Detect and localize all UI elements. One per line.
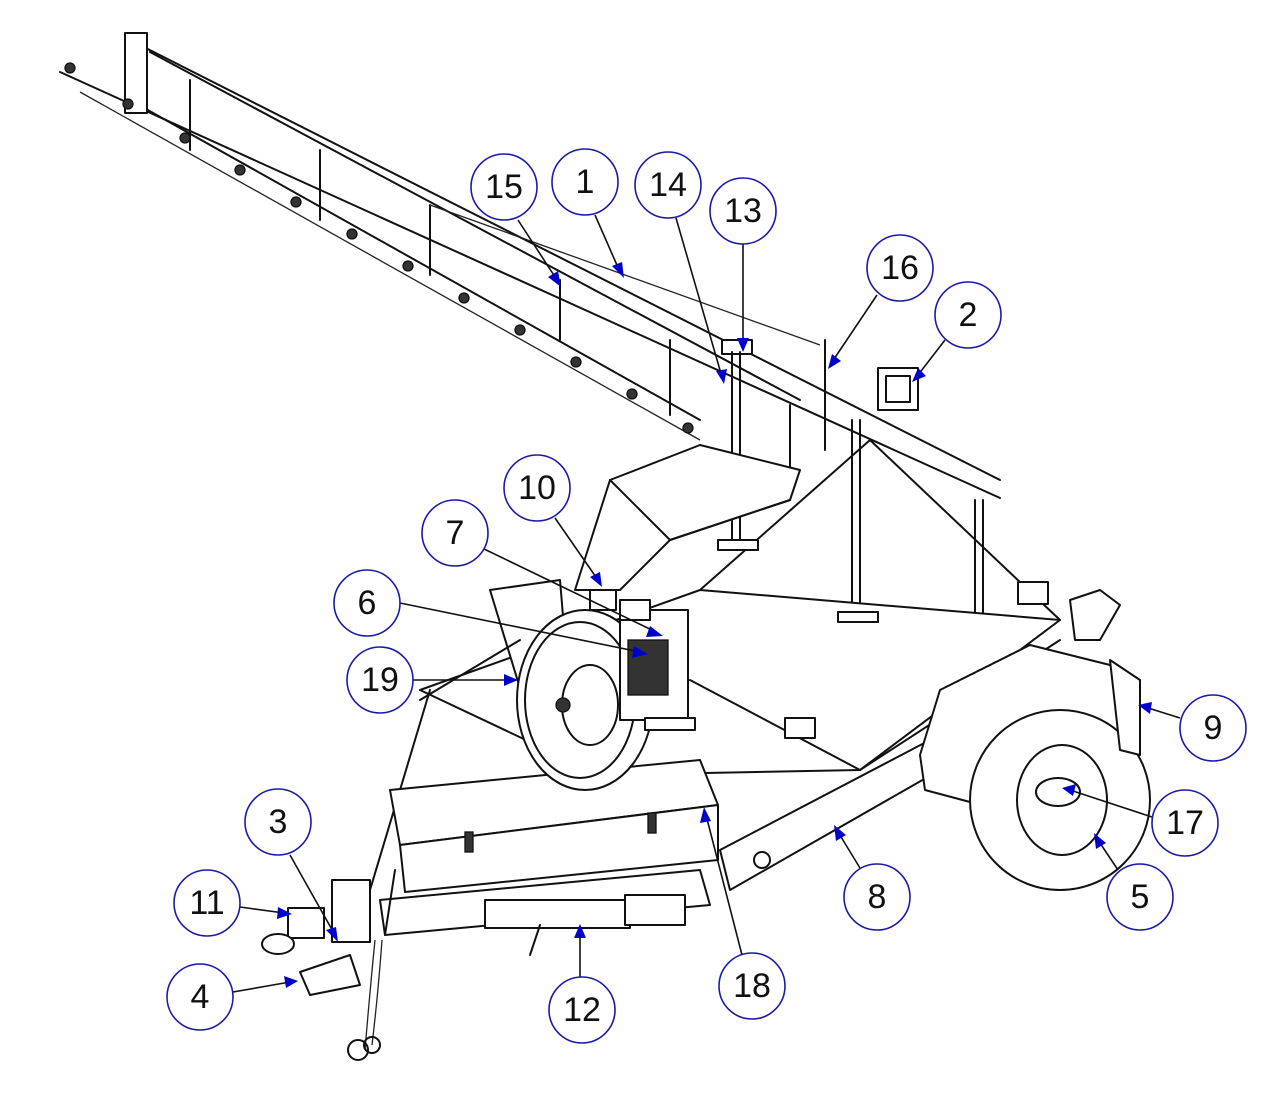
callout-13: 13 [709,177,777,352]
callout-3-label: 3 [269,803,288,841]
trailer-drawing [59,32,1151,1061]
callout-6-label: 6 [358,584,377,622]
callout-5: 5 [1094,833,1174,931]
callout-5-label: 5 [1131,878,1150,916]
callout-7-label: 7 [446,514,465,552]
callout-11-label: 11 [189,884,224,922]
callout-7: 7 [421,499,663,637]
hose-reel [419,579,654,791]
callout-9: 9 [1138,694,1247,762]
callout-4-label: 4 [191,978,210,1016]
trailer-frame [369,689,941,956]
callout-14-label: 14 [649,166,687,204]
spray-boom [59,32,1001,681]
callout-17: 17 [1062,784,1219,857]
callout-2-label: 2 [959,296,978,334]
callouts: 1 2 3 4 5 [166,148,1247,1044]
callout-10-label: 10 [518,469,556,507]
callout-15: 15 [470,153,561,287]
callout-8: 8 [834,825,911,931]
callout-2: 2 [912,281,1002,382]
callout-1-label: 1 [576,163,595,201]
callout-18: 18 [700,807,786,1020]
callout-11: 11 [173,869,292,937]
callout-9-label: 9 [1204,709,1223,747]
callout-16-label: 16 [881,249,919,287]
callout-18-label: 18 [733,967,771,1005]
callout-14: 14 [634,151,727,384]
hitch [261,879,383,1061]
callout-3: 3 [244,788,338,942]
callout-4: 4 [166,963,298,1031]
callout-16: 16 [828,234,934,369]
callout-12: 12 [548,924,616,1044]
callout-19: 19 [346,646,518,714]
wheel-fender [919,589,1151,891]
callout-13-label: 13 [724,192,762,230]
callout-6: 6 [333,569,648,658]
callout-15-label: 15 [485,168,523,206]
callout-1: 1 [551,148,624,278]
callout-17-label: 17 [1166,804,1204,842]
callout-19-label: 19 [361,661,399,699]
callout-10: 10 [503,454,602,587]
callout-12-label: 12 [563,991,601,1029]
callout-8-label: 8 [868,878,887,916]
